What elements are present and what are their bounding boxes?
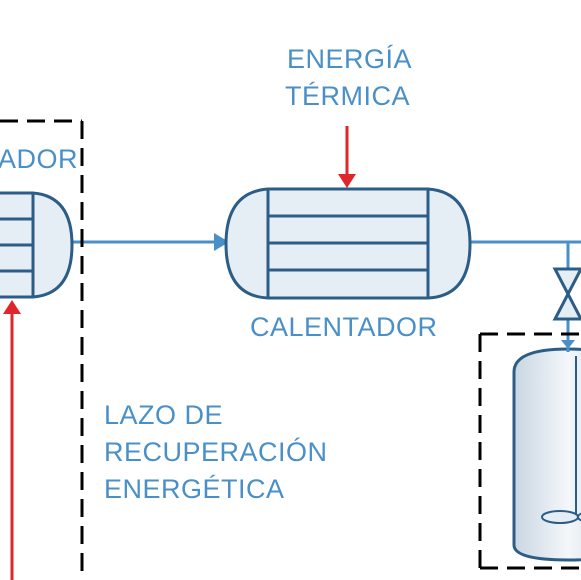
recovered-energy-arrow-icon [3,300,21,580]
flow-arrow-icon [214,233,229,251]
left-heat-exchanger [0,191,74,299]
thermal-energy-label-line1: ENERGÍA [287,44,413,74]
recovery-loop-label-line2: RECUPERACIÓN [104,437,328,467]
heater-exchanger [224,187,472,300]
valve-icon [552,267,581,321]
recovery-loop-boundary [0,119,84,580]
recovery-loop-label-line1: LAZO DE [104,400,224,430]
thermal-energy-arrow-icon [338,126,356,188]
heater-label: CALENTADOR [250,312,438,342]
recovery-loop-label-line3: ENERGÉTICA [104,474,285,504]
thermal-energy-label-line2: TÉRMICA [285,81,410,111]
reactor-boundary [478,332,581,570]
left-exchanger-label: ADOR [0,144,79,174]
stirred-tank-reactor [512,340,581,562]
